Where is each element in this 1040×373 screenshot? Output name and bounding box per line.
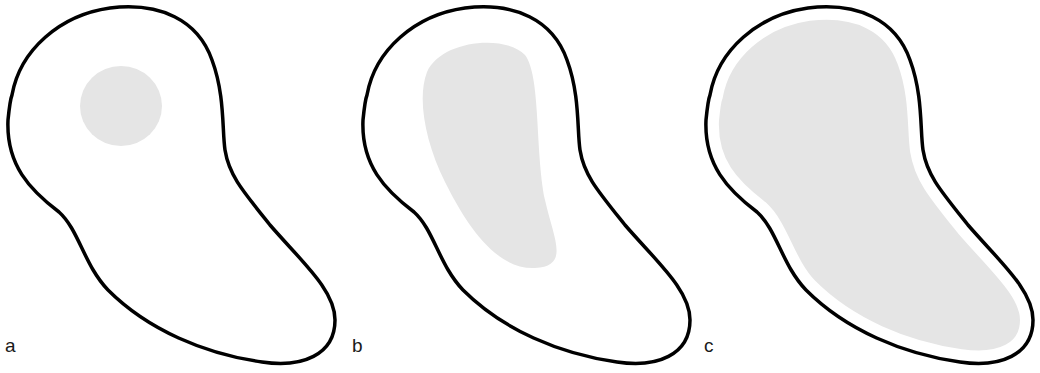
panel-c bbox=[706, 7, 1033, 364]
organ-outline bbox=[363, 7, 690, 364]
panel-letter: c bbox=[704, 336, 714, 355]
medium-lesion bbox=[423, 43, 557, 268]
panel-letter: b bbox=[352, 336, 363, 355]
panel-b bbox=[363, 7, 690, 364]
small-lesion bbox=[80, 66, 162, 146]
organ-outline bbox=[706, 7, 1033, 364]
large-lesion bbox=[706, 7, 1033, 364]
panel-letter: a bbox=[5, 336, 16, 355]
panel-a bbox=[8, 7, 335, 364]
organ-outline bbox=[8, 7, 335, 364]
